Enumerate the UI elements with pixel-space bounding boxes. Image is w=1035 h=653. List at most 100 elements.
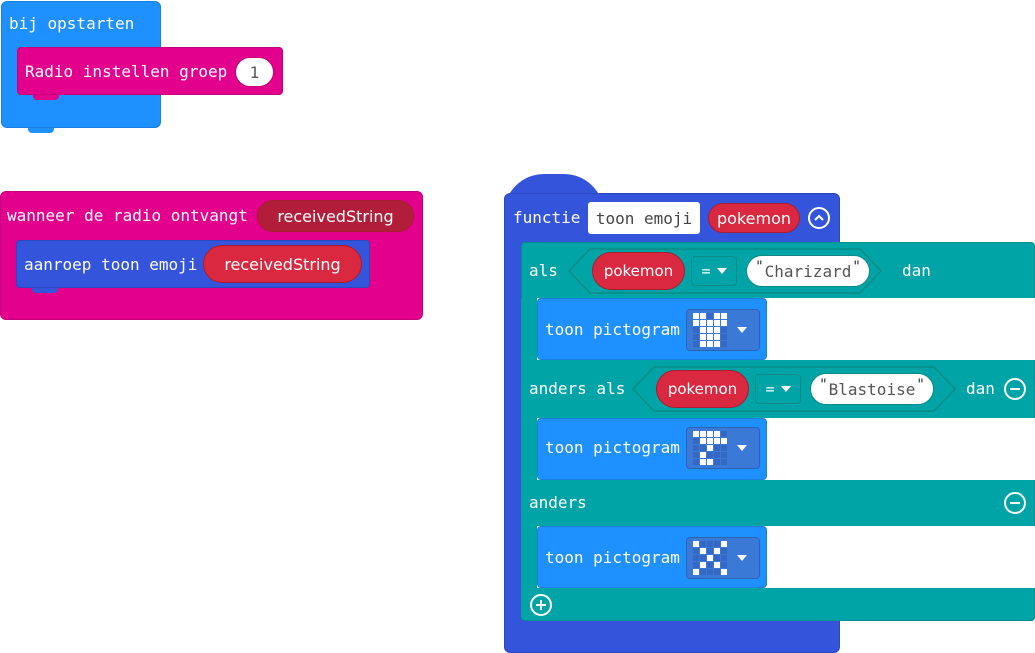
led-pixel bbox=[693, 313, 699, 319]
led-pixel bbox=[693, 431, 699, 437]
led-pixel bbox=[707, 555, 713, 561]
led-pixel bbox=[707, 541, 713, 547]
led-pixel bbox=[707, 320, 713, 326]
led-pixel bbox=[707, 445, 713, 451]
quote-close-icon-2: " bbox=[916, 377, 925, 393]
collapse-params-icon[interactable] bbox=[808, 207, 830, 229]
icon-picker-2[interactable] bbox=[686, 427, 760, 469]
compare-1-var[interactable]: pokemon bbox=[592, 252, 685, 290]
led-pixel bbox=[700, 555, 706, 561]
operator-2-dropdown-icon bbox=[780, 386, 791, 392]
led-pixel bbox=[721, 327, 727, 333]
led-pixel bbox=[714, 569, 720, 575]
quote-open-icon: " bbox=[755, 259, 764, 275]
charizard-icon bbox=[693, 313, 727, 347]
led-pixel bbox=[700, 445, 706, 451]
blastoise-icon bbox=[693, 431, 727, 465]
compare-1-value[interactable]: "Charizard" bbox=[746, 255, 870, 287]
operator-1-label: = bbox=[701, 262, 711, 280]
led-pixel bbox=[700, 341, 706, 347]
icon-picker-1[interactable] bbox=[686, 309, 760, 351]
led-pixel bbox=[700, 438, 706, 444]
led-pixel bbox=[700, 562, 706, 568]
if-block-bottom-bar bbox=[521, 588, 1035, 621]
led-pixel bbox=[714, 459, 720, 465]
group-number-input[interactable]: 1 bbox=[235, 57, 274, 87]
led-pixel bbox=[721, 562, 727, 568]
if-block-inner-edge-1 bbox=[521, 298, 537, 360]
led-pixel bbox=[707, 431, 713, 437]
then-label-1: dan bbox=[902, 261, 931, 280]
led-pixel bbox=[721, 341, 727, 347]
led-pixel bbox=[721, 438, 727, 444]
compare-1-operator[interactable]: = bbox=[691, 256, 737, 286]
led-pixel bbox=[693, 555, 699, 561]
led-pixel bbox=[700, 431, 706, 437]
radio-received-label: wanneer de radio ontvangt bbox=[7, 206, 248, 225]
led-pixel bbox=[707, 341, 713, 347]
led-pixel bbox=[693, 548, 699, 554]
led-pixel bbox=[693, 541, 699, 547]
on-start-notch bbox=[28, 128, 54, 133]
on-start-label: bij opstarten bbox=[9, 14, 135, 33]
remove-else-icon[interactable] bbox=[1004, 492, 1026, 514]
led-pixel bbox=[714, 320, 720, 326]
compare-2-value[interactable]: "Blastoise" bbox=[810, 373, 934, 405]
led-pixel bbox=[707, 459, 713, 465]
call-arg-received-string[interactable]: receivedString bbox=[203, 245, 362, 283]
led-pixel bbox=[714, 431, 720, 437]
led-pixel bbox=[721, 445, 727, 451]
led-pixel bbox=[700, 452, 706, 458]
quote-open-icon-2: " bbox=[819, 377, 828, 393]
icon-picker-3[interactable] bbox=[686, 537, 760, 579]
compare-2-operator[interactable]: = bbox=[755, 374, 801, 404]
function-label: functie bbox=[513, 208, 581, 227]
function-param-pokemon[interactable]: pokemon bbox=[708, 203, 800, 233]
led-pixel bbox=[721, 431, 727, 437]
led-pixel bbox=[700, 327, 706, 333]
led-pixel bbox=[714, 313, 720, 319]
compare-2-var[interactable]: pokemon bbox=[656, 370, 749, 408]
led-pixel bbox=[714, 445, 720, 451]
led-pixel bbox=[714, 548, 720, 554]
led-pixel bbox=[707, 569, 713, 575]
led-pixel bbox=[693, 562, 699, 568]
led-pixel bbox=[700, 459, 706, 465]
led-pixel bbox=[721, 459, 727, 465]
led-pixel bbox=[707, 327, 713, 333]
led-pixel bbox=[700, 569, 706, 575]
show-icon-label-1: toon pictogram bbox=[545, 320, 680, 339]
add-else-if-icon[interactable] bbox=[530, 594, 552, 616]
led-pixel bbox=[700, 548, 706, 554]
led-pixel bbox=[700, 313, 706, 319]
led-pixel bbox=[714, 341, 720, 347]
operator-2-label: = bbox=[765, 380, 775, 398]
received-string-param[interactable]: receivedString bbox=[257, 200, 414, 232]
led-pixel bbox=[721, 569, 727, 575]
led-pixel bbox=[714, 555, 720, 561]
if-label: als bbox=[529, 261, 558, 280]
led-pixel bbox=[693, 445, 699, 451]
led-pixel bbox=[721, 313, 727, 319]
led-pixel bbox=[714, 562, 720, 568]
show-icon-label-2: toon pictogram bbox=[545, 438, 680, 457]
led-pixel bbox=[721, 548, 727, 554]
led-pixel bbox=[714, 327, 720, 333]
led-pixel bbox=[707, 452, 713, 458]
led-pixel bbox=[721, 452, 727, 458]
function-name-field[interactable]: toon emoji bbox=[588, 202, 700, 234]
led-pixel bbox=[721, 555, 727, 561]
led-pixel bbox=[714, 438, 720, 444]
show-icon-label-3: toon pictogram bbox=[545, 548, 680, 567]
led-pixel bbox=[721, 541, 727, 547]
led-pixel bbox=[693, 320, 699, 326]
radio-set-group-notch bbox=[33, 95, 59, 100]
led-pixel bbox=[721, 320, 727, 326]
remove-else-if-icon[interactable] bbox=[1004, 378, 1026, 400]
led-pixel bbox=[707, 438, 713, 444]
compare-1-value-text: Charizard bbox=[764, 261, 852, 281]
else-label: anders bbox=[529, 493, 587, 512]
led-pixel bbox=[700, 334, 706, 340]
icon-picker-3-dropdown-icon bbox=[737, 555, 747, 561]
led-pixel bbox=[693, 341, 699, 347]
